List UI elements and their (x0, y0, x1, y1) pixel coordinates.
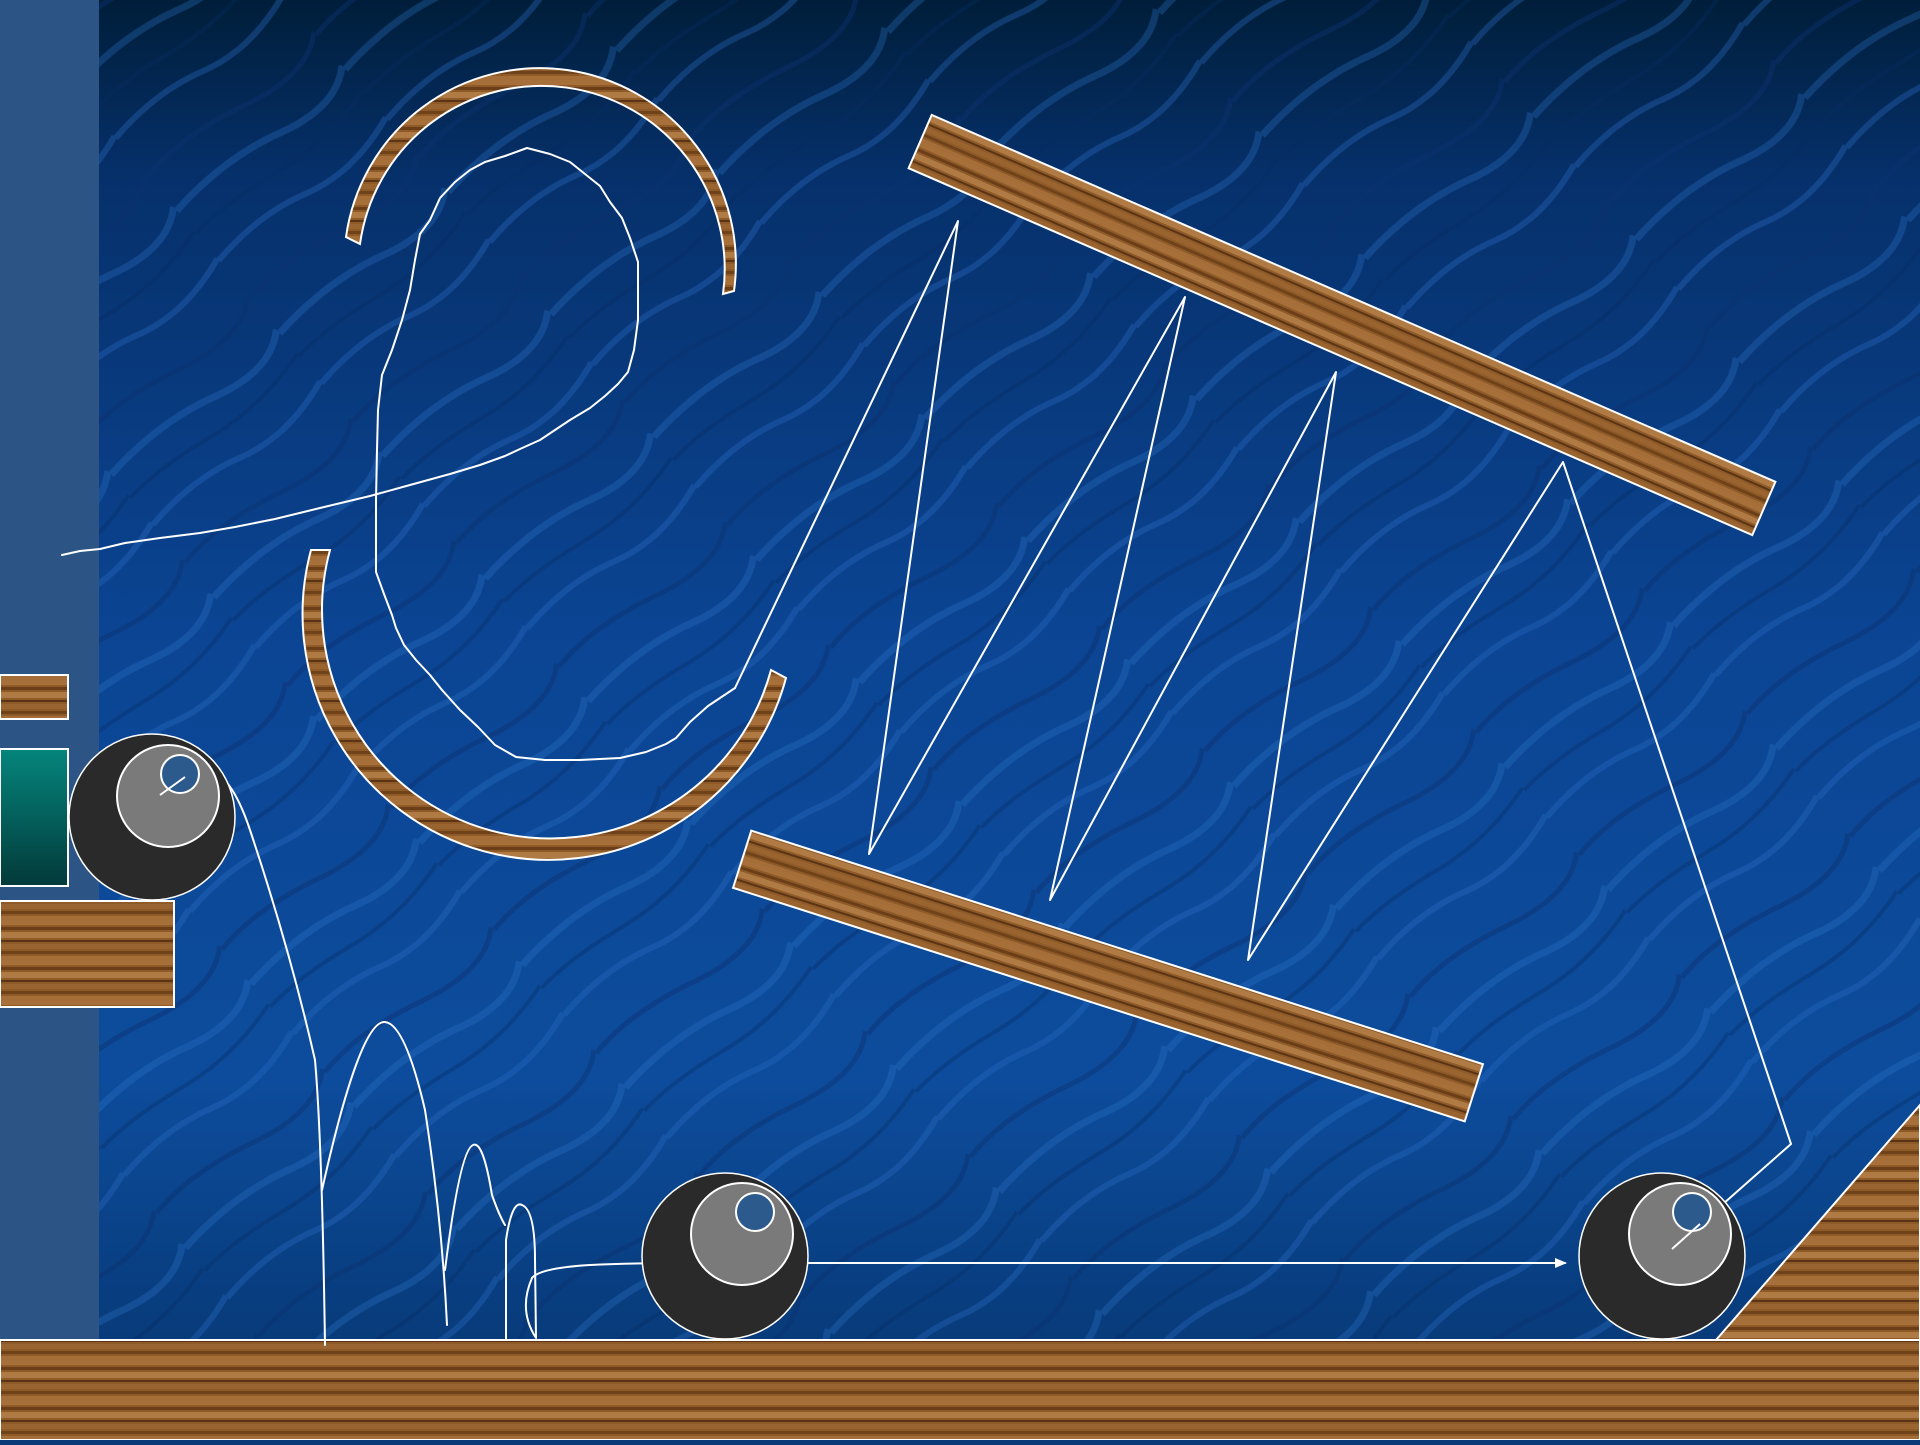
left-lower-shelf (0, 901, 174, 1007)
left-ball-on-shelf (69, 734, 235, 900)
side-panel (0, 0, 99, 1340)
middle-floor-ball (642, 1173, 808, 1339)
right-floor-ball (1579, 1173, 1745, 1339)
teal-block (0, 749, 68, 886)
left-upper-shelf (0, 675, 68, 719)
floor (0, 1340, 1920, 1440)
